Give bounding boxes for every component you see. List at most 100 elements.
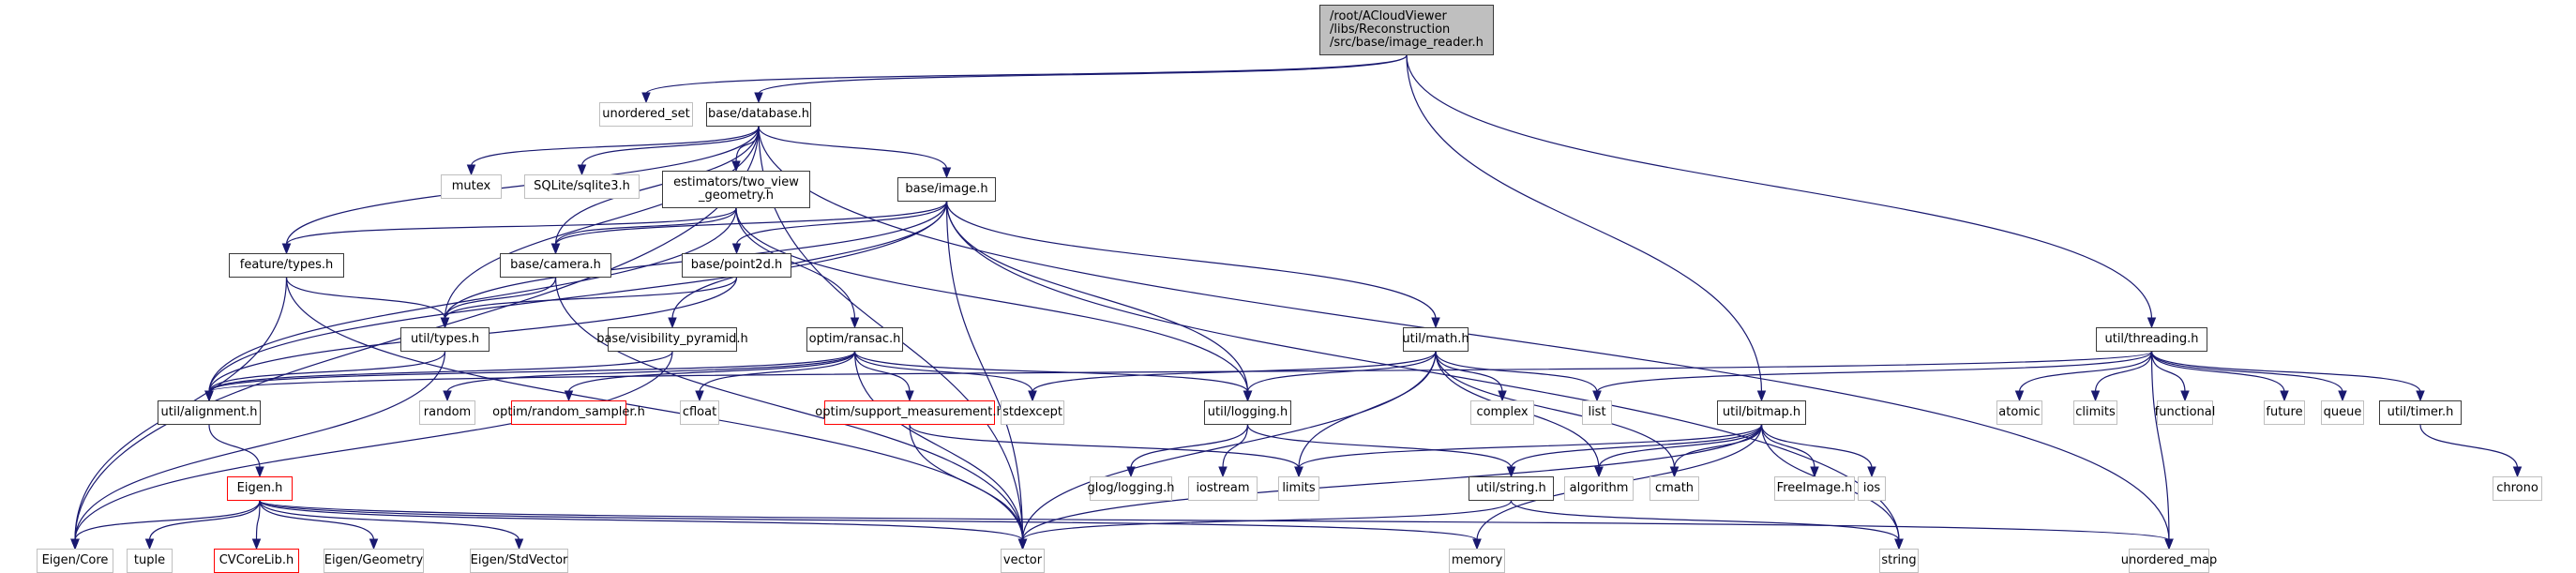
- graph-node-queue[interactable]: queue: [2321, 400, 2364, 425]
- edge-database-to-sqlite: [580, 126, 760, 167]
- graph-node-label: random: [423, 405, 472, 419]
- graph-node-twoview[interactable]: estimators/two_view _geometry.h: [662, 171, 810, 208]
- edge-database-to-camera: [554, 126, 760, 246]
- graph-node-vispyr[interactable]: base/visibility_pyramid.h: [596, 327, 748, 352]
- edge-arrowhead-alignment-to-eigen: [255, 466, 264, 478]
- graph-node-label: feature/types.h: [239, 258, 334, 272]
- graph-node-camera[interactable]: base/camera.h: [500, 253, 611, 278]
- graph-node-complex[interactable]: complex: [1470, 400, 1534, 425]
- edge-ransac-to-support: [853, 351, 911, 393]
- graph-node-glog[interactable]: glog/logging.h: [1088, 476, 1175, 501]
- edge-bitmap-to-limits: [1298, 424, 1763, 469]
- graph-node-database[interactable]: base/database.h: [706, 102, 811, 127]
- graph-node-alignment[interactable]: util/alignment.h: [158, 400, 261, 425]
- edge-bitmap-to-ustring: [1510, 424, 1763, 469]
- graph-node-atomic[interactable]: atomic: [1996, 400, 2042, 425]
- edge-ransac-to-stdexcept: [853, 351, 1033, 393]
- graph-node-chrono[interactable]: chrono: [2493, 476, 2542, 501]
- graph-node-label: complex: [1476, 405, 1529, 419]
- graph-node-algorithm[interactable]: algorithm: [1564, 476, 1634, 501]
- graph-node-image[interactable]: base/image.h: [897, 177, 996, 202]
- edge-arrowhead-bitmap-to-ustring: [1506, 466, 1516, 478]
- graph-node-point2d[interactable]: base/point2d.h: [682, 253, 791, 278]
- graph-node-root[interactable]: /root/ACloudViewer /libs/Reconstruction …: [1319, 5, 1494, 55]
- graph-node-eigen-stdvec[interactable]: Eigen/StdVector: [470, 549, 568, 573]
- edge-bitmap-to-cmath: [1673, 424, 1763, 469]
- graph-node-label: util/math.h: [1402, 332, 1469, 346]
- edge-arrowhead-eigen-to-eigen_geom: [369, 538, 379, 550]
- graph-node-tuple[interactable]: tuple: [127, 549, 173, 573]
- edge-camera-to-vector: [554, 277, 1024, 541]
- graph-node-label: unordered_set: [602, 107, 690, 121]
- edge-arrowhead-math-to-stdexcept: [1028, 390, 1037, 402]
- graph-node-timer[interactable]: util/timer.h: [2379, 400, 2462, 425]
- edge-image-to-alignment: [208, 201, 948, 393]
- graph-node-feature-types[interactable]: feature/types.h: [229, 253, 344, 278]
- graph-node-future[interactable]: future: [2264, 400, 2305, 425]
- graph-node-ransac[interactable]: optim/ransac.h: [806, 327, 903, 352]
- graph-node-eigen-geom[interactable]: Eigen/Geometry: [324, 549, 424, 573]
- edge-arrowhead-root-to-bitmap: [1756, 390, 1767, 402]
- edge-arrowhead-point2d-to-util_types: [440, 317, 450, 329]
- graph-node-climits[interactable]: climits: [2073, 400, 2117, 425]
- edge-arrowhead-bitmap-to-ios: [1867, 466, 1876, 478]
- edge-camera-to-util_types: [444, 277, 557, 320]
- graph-node-limits[interactable]: limits: [1278, 476, 1319, 501]
- graph-node-threading[interactable]: util/threading.h: [2096, 327, 2207, 352]
- graph-node-label: base/point2d.h: [690, 258, 783, 272]
- graph-node-rsampler[interactable]: optim/random_sampler.h: [492, 400, 645, 425]
- graph-node-vector[interactable]: vector: [1001, 549, 1045, 573]
- graph-node-label: mutex: [451, 179, 491, 193]
- graph-node-ustring[interactable]: util/string.h: [1469, 476, 1554, 501]
- edge-feature_types-to-util_types: [285, 277, 446, 320]
- graph-node-freeimage[interactable]: FreeImage.h: [1774, 476, 1855, 501]
- graph-node-util-types[interactable]: util/types.h: [400, 327, 490, 352]
- graph-node-string[interactable]: string: [1879, 549, 1919, 573]
- graph-node-label: stdexcept: [1002, 405, 1062, 419]
- edge-bitmap-to-vector: [1021, 424, 1763, 541]
- graph-node-label: util/logging.h: [1207, 405, 1288, 419]
- edge-image-to-camera: [554, 201, 948, 246]
- graph-node-label: optim/support_measurement.h: [815, 405, 1004, 419]
- graph-node-list[interactable]: list: [1582, 400, 1612, 425]
- edge-eigen-to-memory: [259, 500, 1478, 541]
- graph-node-unordered-map[interactable]: unordered_map: [2121, 549, 2217, 573]
- edge-arrowhead-eigen-to-unordered_map: [2164, 538, 2174, 550]
- graph-node-unordered-set[interactable]: unordered_set: [599, 102, 693, 127]
- graph-node-bitmap[interactable]: util/bitmap.h: [1717, 400, 1806, 425]
- graph-node-eigen[interactable]: Eigen.h: [227, 476, 293, 501]
- graph-node-logging[interactable]: util/logging.h: [1204, 400, 1291, 425]
- graph-node-memory[interactable]: memory: [1449, 549, 1505, 573]
- graph-node-label: Eigen/StdVector: [470, 553, 568, 567]
- edge-arrowhead-math-to-logging: [1243, 390, 1253, 402]
- graph-node-cmath[interactable]: cmath: [1650, 476, 1699, 501]
- edge-root-to-database: [758, 54, 1408, 95]
- graph-node-sqlite[interactable]: SQLite/sqlite3.h: [524, 174, 640, 199]
- edge-logging-to-glog: [1130, 424, 1249, 469]
- graph-node-math[interactable]: util/math.h: [1402, 327, 1469, 352]
- edge-arrowhead-database-to-image: [942, 167, 952, 179]
- edge-arrowhead-twoview-to-feature_types: [281, 243, 292, 255]
- graph-node-label: FreeImage.h: [1776, 481, 1853, 495]
- graph-node-support[interactable]: optim/support_measurement.h: [815, 400, 1004, 425]
- graph-node-ios[interactable]: ios: [1858, 476, 1886, 501]
- edge-eigen-to-cvcorelib: [255, 500, 261, 541]
- graph-node-cfloat[interactable]: cfloat: [680, 400, 719, 425]
- graph-node-label: algorithm: [1569, 481, 1629, 495]
- edge-vispyr-to-alignment: [208, 351, 673, 393]
- graph-node-iostream[interactable]: iostream: [1188, 476, 1258, 501]
- graph-node-random[interactable]: random: [419, 400, 475, 425]
- graph-node-functional[interactable]: functional: [2155, 400, 2215, 425]
- graph-node-label: base/image.h: [905, 182, 988, 196]
- graph-node-label: util/types.h: [410, 332, 480, 346]
- graph-node-mutex[interactable]: mutex: [441, 174, 502, 199]
- edge-arrowhead-threading-to-atomic: [2014, 390, 2025, 402]
- edge-ustring-to-string: [1510, 500, 1900, 541]
- graph-node-label: chrono: [2496, 481, 2538, 495]
- edge-alignment-to-eigen: [208, 424, 261, 469]
- graph-node-stdexcept[interactable]: stdexcept: [1001, 400, 1064, 425]
- graph-node-label: CVCoreLib.h: [218, 553, 294, 567]
- edge-eigen-to-vector: [259, 500, 1024, 541]
- graph-node-eigen-core[interactable]: Eigen/Core: [37, 549, 113, 573]
- graph-node-cvcorelib[interactable]: CVCoreLib.h: [214, 549, 299, 573]
